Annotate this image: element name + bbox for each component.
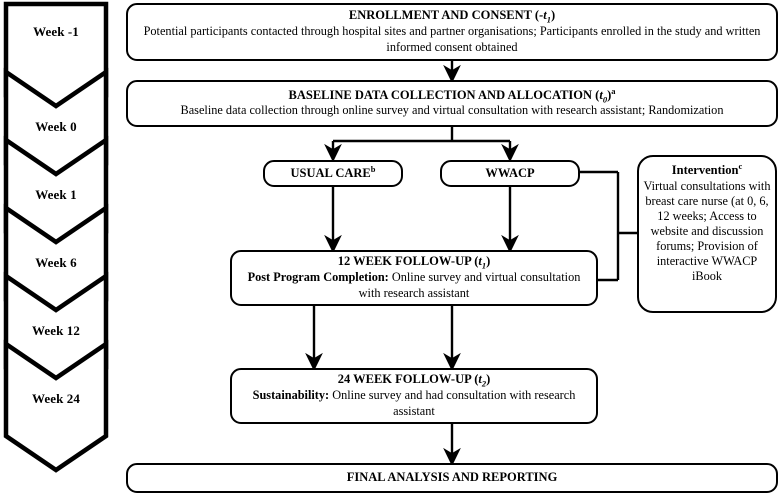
followup-12-body-rest: Online survey and virtual consultation w… <box>358 270 581 300</box>
baseline-title-subscript: 0 <box>602 94 608 105</box>
node-intervention: Interventionc Virtual consultations with… <box>637 155 777 313</box>
usual-care-title: USUAL CAREb <box>290 163 376 182</box>
followup-12-body: Post Program Completion: Online survey a… <box>232 270 596 301</box>
intervention-footnote-marker: c <box>738 160 743 171</box>
baseline-title-end: ) <box>607 87 612 102</box>
baseline-title: BASELINE DATA COLLECTION AND ALLOCATION … <box>288 85 616 105</box>
chevron-week-24 <box>3 339 109 473</box>
followup-12-title-t: t <box>478 254 482 269</box>
followup-12-title: 12 WEEK FOLLOW-UP (t1) <box>338 254 491 270</box>
week-timeline: Week -1 Week 0 Week 1 Week 6 Week 12 Wee… <box>0 0 120 497</box>
followup-12-title-subscript: 1 <box>481 260 487 271</box>
followup-24-title: 24 WEEK FOLLOW-UP (t2) <box>338 372 491 388</box>
chevron-stack <box>3 1 109 473</box>
baseline-title-main: BASELINE DATA COLLECTION AND ALLOCATION … <box>288 87 600 102</box>
final-analysis-label: FINAL ANALYSIS AND REPORTING <box>346 470 558 485</box>
followup-12-title-end: ) <box>486 254 491 269</box>
node-24-week-follow-up: 24 WEEK FOLLOW-UP (t2) Sustainability: O… <box>230 368 598 424</box>
followup-24-title-t: t <box>478 372 482 387</box>
node-wwacp: WWACP <box>440 160 580 187</box>
followup-24-body-lead: Sustainability: <box>252 388 330 403</box>
node-final-analysis: FINAL ANALYSIS AND REPORTING <box>126 463 778 493</box>
node-enrollment-and-consent: ENROLLMENT AND CONSENT (-t1) Potential p… <box>126 3 778 61</box>
enrollment-title: ENROLLMENT AND CONSENT (-t1) <box>349 8 555 24</box>
followup-24-title-subscript: 2 <box>481 378 487 389</box>
baseline-footnote-marker: a <box>611 85 616 96</box>
enrollment-body: Potential participants contacted through… <box>143 24 761 54</box>
followup-12-body-lead: Post Program Completion: <box>247 270 389 285</box>
node-usual-care: USUAL CAREb <box>263 160 403 187</box>
followup-24-body-rest: Online survey and had consultation with … <box>329 388 576 418</box>
usual-care-label: USUAL CARE <box>290 165 371 180</box>
followup-24-body: Sustainability: Online survey and had co… <box>232 388 596 419</box>
enrollment-title-main: ENROLLMENT AND CONSENT ( <box>348 8 540 23</box>
wwacp-label: WWACP <box>485 165 535 180</box>
followup-24-title-end: ) <box>486 372 491 387</box>
enrollment-title-t: -t <box>539 8 547 23</box>
followup-24-title-main: 24 WEEK FOLLOW-UP ( <box>337 372 479 387</box>
baseline-body: Baseline data collection through online … <box>180 103 724 118</box>
enrollment-title-end: ) <box>550 8 556 23</box>
enrollment-title-subscript: 1 <box>546 14 551 25</box>
intervention-title: Interventionc <box>671 160 743 179</box>
intervention-label: Intervention <box>671 163 739 177</box>
baseline-title-t: t <box>599 87 603 102</box>
intervention-body: Virtual consultations with breast care n… <box>643 178 771 283</box>
node-12-week-follow-up: 12 WEEK FOLLOW-UP (t1) Post Program Comp… <box>230 250 598 306</box>
usual-care-footnote-marker: b <box>370 163 376 174</box>
node-baseline-data-collection: BASELINE DATA COLLECTION AND ALLOCATION … <box>126 80 778 127</box>
followup-12-title-main: 12 WEEK FOLLOW-UP ( <box>337 254 479 269</box>
